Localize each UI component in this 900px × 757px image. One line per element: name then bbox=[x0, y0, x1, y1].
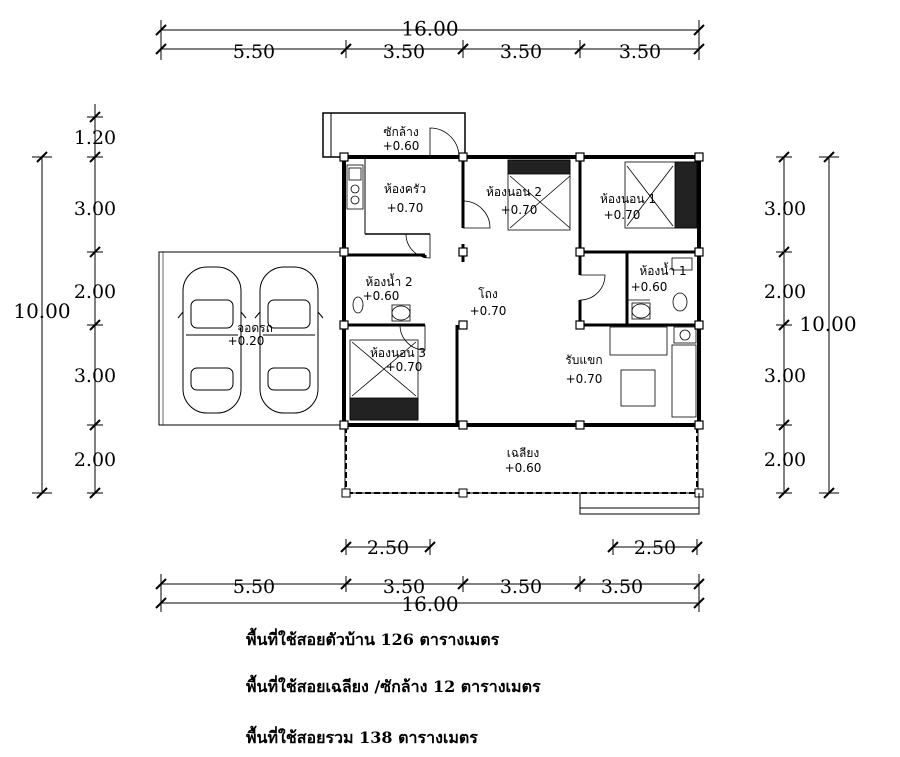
room-level-kitchen: +0.70 bbox=[387, 201, 424, 215]
area-total: พื้นที่ใช้สอยรวม 138 ตารางเมตร bbox=[246, 728, 478, 747]
room-level-terrace: +0.60 bbox=[505, 461, 542, 475]
dim-porch-right: 2.50 bbox=[634, 537, 676, 559]
dim-top-1: 5.50 bbox=[233, 41, 275, 63]
room-labels: ซักล้าง +0.60 ห้องครัว +0.70 ห้องนอน 2 +… bbox=[228, 125, 687, 475]
dim-top-4: 3.50 bbox=[619, 41, 661, 63]
dim-bottom-1: 5.50 bbox=[233, 576, 275, 598]
room-name-bedroom2: ห้องนอน 2 bbox=[486, 185, 542, 199]
dim-porch-left: 2.50 bbox=[367, 537, 409, 559]
dim-left-2: 3.00 bbox=[74, 198, 116, 220]
room-name-carport: จอดรถ bbox=[237, 321, 273, 335]
laundry-area bbox=[322, 112, 466, 158]
bathroom-2-fixtures bbox=[352, 296, 411, 322]
top-dimension-lines bbox=[155, 20, 705, 60]
left-dimension-lines bbox=[32, 104, 103, 499]
bathroom-1-fixtures bbox=[631, 257, 693, 320]
dim-bottom-4: 3.50 bbox=[601, 576, 643, 598]
room-level-hall: +0.70 bbox=[470, 304, 507, 318]
dim-bottom-2: 3.50 bbox=[383, 576, 425, 598]
doors bbox=[399, 200, 650, 351]
carport bbox=[158, 251, 346, 426]
room-level-bedroom3: +0.70 bbox=[386, 360, 423, 374]
dim-left-3: 2.00 bbox=[74, 281, 116, 303]
room-level-bedroom1: +0.70 bbox=[604, 208, 641, 222]
room-name-bedroom1: ห้องนอน 1 bbox=[600, 192, 656, 206]
dim-left-1: 1.20 bbox=[74, 127, 116, 149]
room-name-terrace: เฉลียง bbox=[507, 446, 540, 460]
right-dimension-lines bbox=[776, 151, 839, 499]
dim-bottom-3: 3.50 bbox=[500, 576, 542, 598]
room-level-living: +0.70 bbox=[566, 372, 603, 386]
dim-top-2: 3.50 bbox=[383, 41, 425, 63]
dim-top-total: 16.00 bbox=[401, 17, 458, 41]
room-name-kitchen: ห้องครัว bbox=[384, 182, 426, 196]
dim-right-4: 2.00 bbox=[764, 449, 806, 471]
columns bbox=[339, 152, 704, 430]
area-house: พื้นที่ใช้สอยตัวบ้าน 126 ตารางเมตร bbox=[246, 630, 500, 649]
bed-3 bbox=[349, 339, 419, 421]
room-name-hall: โถง bbox=[478, 287, 498, 301]
terrace bbox=[341, 424, 704, 515]
room-name-bath1: ห้องน้ำ 1 bbox=[639, 262, 686, 278]
room-level-laundry: +0.60 bbox=[383, 139, 420, 153]
room-level-bedroom2: +0.70 bbox=[501, 203, 538, 217]
dim-left-5: 2.00 bbox=[74, 449, 116, 471]
dim-right-1: 3.00 bbox=[764, 198, 806, 220]
car-icon bbox=[177, 266, 247, 414]
room-level-carport: +0.20 bbox=[228, 334, 265, 348]
dim-right-total: 10.00 bbox=[799, 312, 856, 336]
room-name-living: รับแขก bbox=[565, 353, 602, 367]
room-name-bath2: ห้องน้ำ 2 bbox=[365, 273, 412, 289]
dimension-labels: 16.00 5.50 3.50 3.50 3.50 5.50 3.50 3.50… bbox=[13, 17, 856, 617]
dim-top-3: 3.50 bbox=[500, 41, 542, 63]
room-level-bath1: +0.60 bbox=[631, 280, 668, 294]
dim-bottom-total: 16.00 bbox=[401, 592, 458, 616]
room-name-bedroom3: ห้องนอน 3 bbox=[370, 346, 426, 360]
dim-left-total: 10.00 bbox=[13, 299, 70, 323]
room-name-laundry: ซักล้าง bbox=[383, 125, 418, 139]
bed-2 bbox=[507, 159, 571, 231]
car-icon bbox=[254, 266, 324, 414]
room-level-bath2: +0.60 bbox=[363, 289, 400, 303]
area-terrace-laundry: พื้นที่ใช้สอยเฉลียง /ซักล้าง 12 ตารางเมต… bbox=[246, 677, 541, 696]
bottom-dimension-lines bbox=[155, 539, 705, 612]
dim-right-3: 3.00 bbox=[764, 365, 806, 387]
kitchen-counter bbox=[346, 164, 364, 210]
bed-1 bbox=[624, 161, 698, 229]
dim-right-2: 2.00 bbox=[764, 281, 806, 303]
dim-left-4: 3.00 bbox=[74, 365, 116, 387]
